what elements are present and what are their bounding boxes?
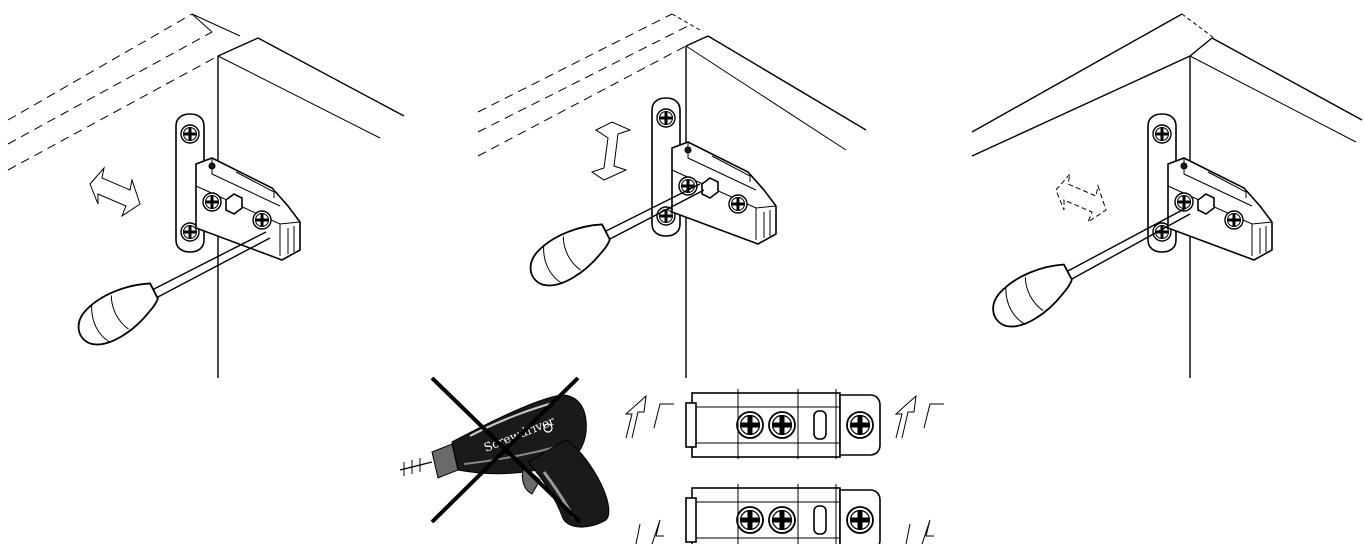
- raise-arrow-right-icon: [894, 394, 944, 439]
- lower-arrow-left-icon: [635, 519, 664, 544]
- panel-side-adjustment: [971, 13, 1363, 378]
- panel-no-power-screwdriver: Screwdriver: [399, 376, 610, 528]
- panel-top-view-adjustment: [624, 389, 944, 544]
- panel-depth-adjustment: [7, 13, 405, 378]
- lower-arrow-right-icon: [905, 519, 934, 544]
- panel-height-adjustment: [477, 13, 867, 378]
- vertical-arrow-icon: [590, 121, 632, 181]
- raise-arrow-left-icon: [624, 394, 674, 439]
